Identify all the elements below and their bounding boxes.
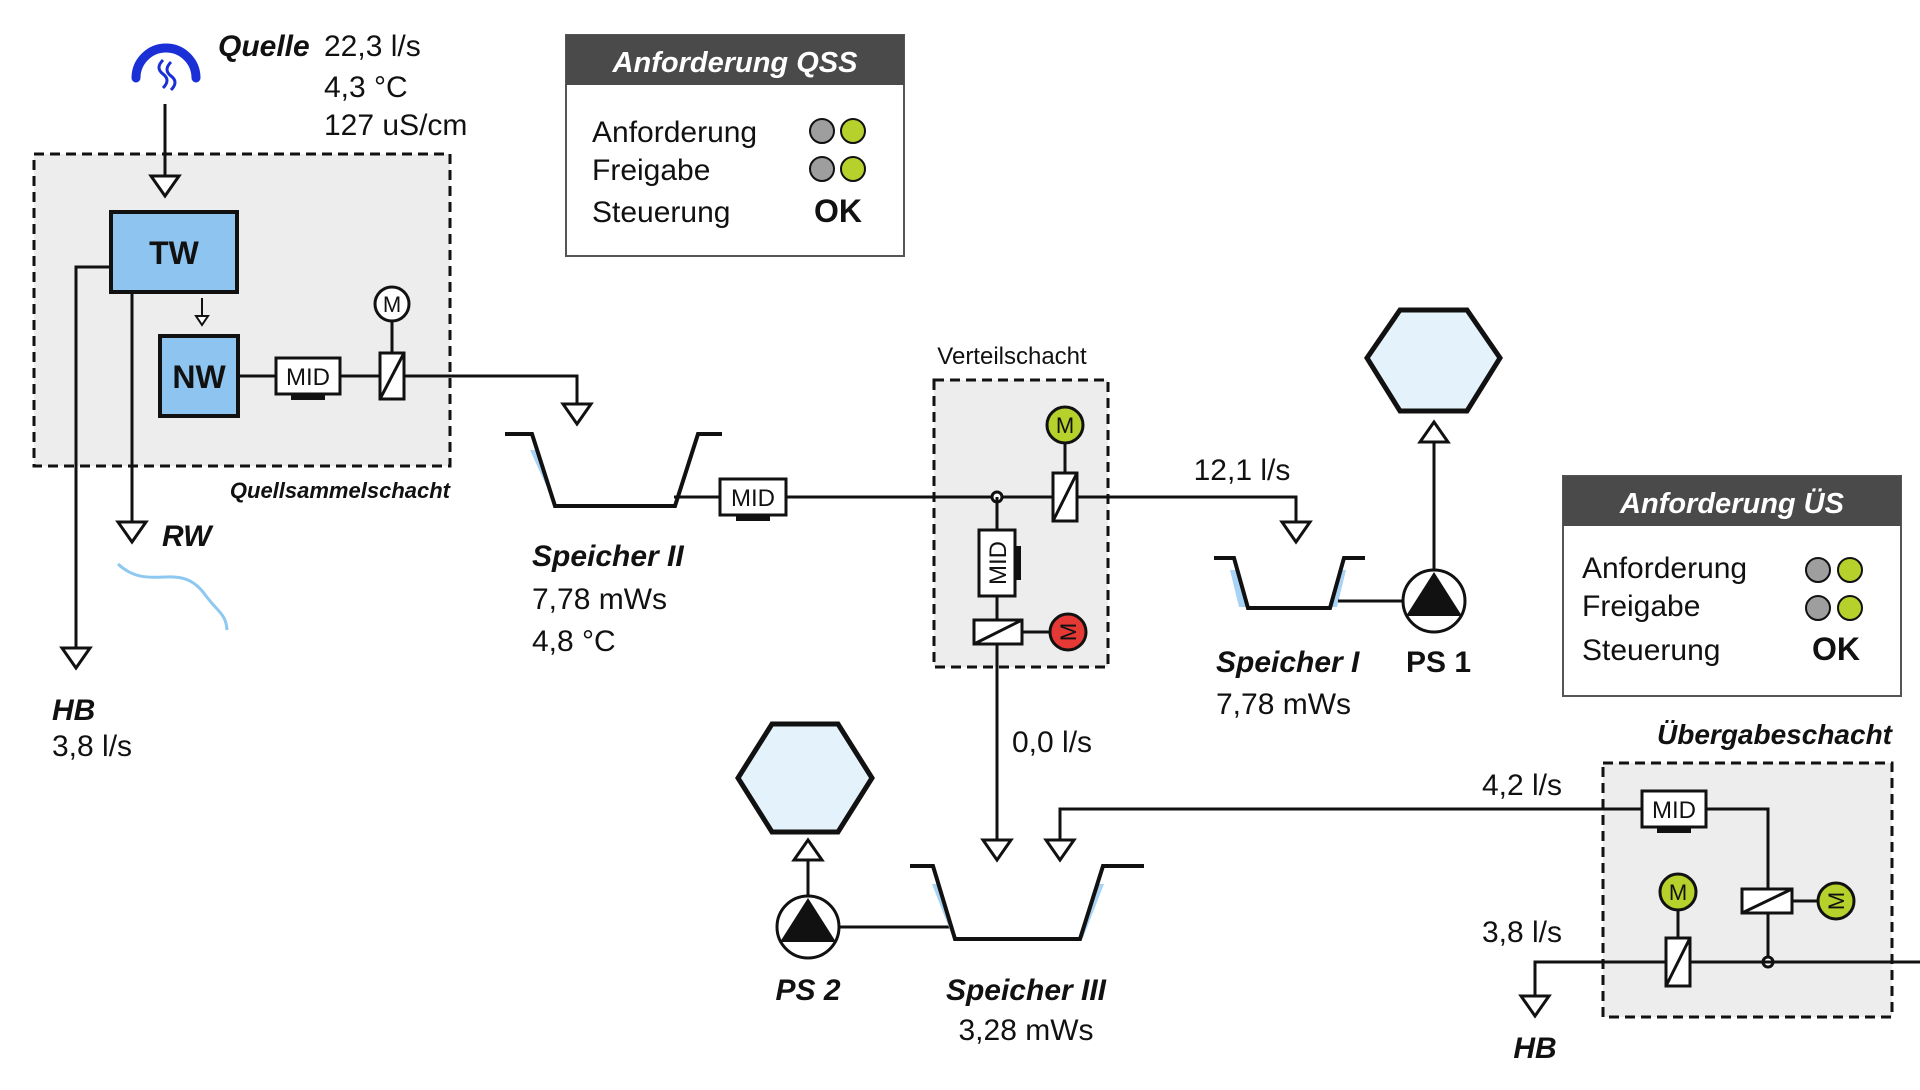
quellsammelschacht-label: Quellsammelschacht (230, 478, 452, 503)
flow-to-speicher-3: 0,0 l/s (1012, 726, 1092, 759)
flow-arrow (115, 520, 149, 545)
water-source-icon (131, 43, 201, 92)
ps2-label: PS 2 (775, 974, 840, 1007)
speicher-3-level: 3,28 mWs (958, 1014, 1093, 1047)
flow-arrow (1518, 994, 1552, 1019)
flow-arrow (148, 174, 182, 199)
rw-label: RW (162, 520, 214, 553)
panel-us-steuerung-value: OK (1812, 631, 1860, 667)
svg-text:M: M (1056, 623, 1081, 641)
panel-qss-row-label: Anforderung (592, 116, 757, 149)
status-green-icon (840, 118, 866, 144)
speicher-1-name: Speicher I (1216, 646, 1360, 679)
speicher-3-name: Speicher III (946, 974, 1107, 1007)
panel-us-title: Anforderung ÜS (1619, 487, 1845, 520)
hb-left-flow: 3,8 l/s (52, 730, 132, 763)
panel-us-steuerung-label: Steuerung (1582, 634, 1720, 667)
uebergabeschacht-flow-in: 4,2 l/s (1482, 769, 1562, 802)
svg-text:MID: MID (286, 364, 330, 391)
panel-qss-steuerung-value: OK (814, 193, 862, 229)
speicher-2-level: 7,78 mWs (532, 583, 667, 616)
mid-flowmeter: MID (1640, 789, 1708, 833)
mid-flowmeter: MID (718, 477, 788, 521)
pump-icon (1401, 568, 1467, 634)
hb-left-label: HB (52, 694, 95, 727)
speicher-2-tank (505, 432, 722, 508)
source-flow: 22,3 l/s (324, 30, 421, 63)
flow-arrow (59, 646, 93, 671)
verteilschacht-label: Verteilschacht (937, 343, 1087, 370)
panel-qss-row-label: Freigabe (592, 154, 710, 187)
flow-arrow (560, 402, 594, 427)
svg-text:MID: MID (731, 485, 775, 512)
pump-icon (775, 894, 841, 960)
control-valve (1740, 887, 1794, 915)
control-valve (1664, 936, 1692, 988)
panel-us-row-label: Freigabe (1582, 590, 1700, 623)
control-valve (972, 618, 1024, 646)
source-conductivity: 127 uS/cm (324, 109, 467, 142)
ps1-label: PS 1 (1406, 646, 1471, 679)
status-grey-icon (809, 156, 835, 182)
flow-arrow (980, 838, 1014, 863)
control-valve (1051, 471, 1079, 523)
motor-icon: M (1658, 872, 1698, 912)
nw-label: NW (172, 359, 226, 395)
svg-text:MID: MID (1652, 797, 1696, 824)
speicher-1-level: 7,78 mWs (1216, 688, 1351, 721)
status-grey-icon (1805, 595, 1831, 621)
reservoir-2-hexagon (735, 721, 875, 835)
status-grey-icon (809, 118, 835, 144)
flow-to-speicher-1: 12,1 l/s (1194, 454, 1291, 487)
panel-us-row-label: Anforderung (1582, 552, 1747, 585)
speicher-2-name: Speicher II (532, 540, 684, 573)
tw-label: TW (149, 235, 200, 271)
svg-text:M: M (383, 292, 401, 317)
panel-qss-title: Anforderung QSS (612, 47, 859, 79)
panel-anforderung-qss: Anforderung QSS Anforderung Freigabe Ste… (565, 34, 905, 257)
status-green-icon (840, 156, 866, 182)
river-icon (116, 562, 229, 631)
motor-icon: M (1048, 612, 1088, 652)
svg-text:M: M (1824, 892, 1849, 910)
uebergabeschacht-flow-out: 3,8 l/s (1482, 916, 1562, 949)
speicher-1-tank (1214, 556, 1365, 610)
motor-icon: M (373, 285, 411, 323)
svg-text:M: M (1056, 413, 1074, 438)
uebergabeschacht-label: Übergabeschacht (1657, 719, 1894, 750)
control-valve (378, 351, 406, 401)
motor-icon: M (1045, 405, 1085, 445)
flow-arrow (1279, 520, 1313, 545)
mid-flowmeter: MID (977, 528, 1021, 598)
motor-icon: M (1816, 881, 1856, 921)
panel-anforderung-us: Anforderung ÜS Anforderung Freigabe Steu… (1562, 475, 1902, 697)
tw-box (109, 210, 239, 294)
source-temperature: 4,3 °C (324, 71, 408, 104)
status-green-icon (1837, 595, 1863, 621)
speicher-2-temperature: 4,8 °C (532, 625, 616, 658)
reservoir-1-hexagon (1364, 307, 1503, 414)
hb-right-label: HB (1513, 1032, 1556, 1065)
svg-text:MID: MID (985, 541, 1012, 585)
flow-arrow (1043, 838, 1077, 863)
flow-arrow (791, 837, 825, 862)
status-green-icon (1837, 557, 1863, 583)
panel-qss-steuerung-label: Steuerung (592, 196, 730, 229)
source-label: Quelle (218, 30, 310, 63)
svg-text:M: M (1669, 880, 1687, 905)
flow-arrow (1417, 419, 1451, 444)
speicher-3-tank (910, 864, 1144, 941)
nw-box (158, 334, 240, 418)
status-grey-icon (1805, 557, 1831, 583)
mid-flowmeter: MID (274, 356, 342, 400)
